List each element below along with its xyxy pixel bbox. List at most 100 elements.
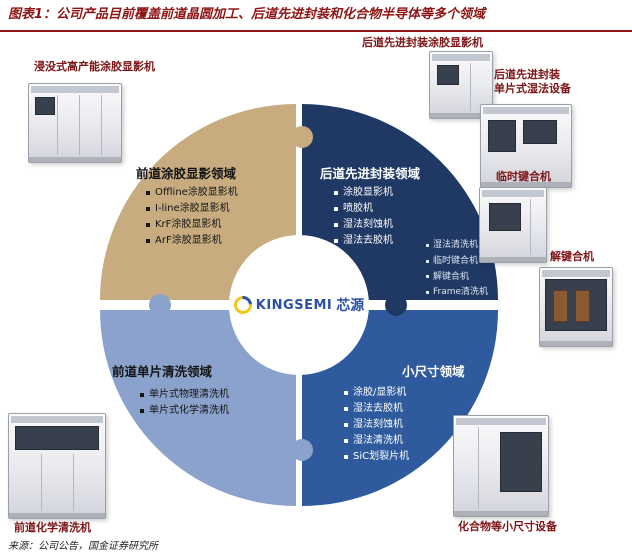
machine-window [437, 65, 459, 85]
square-bullet-icon [146, 191, 150, 195]
machine-base [481, 182, 571, 187]
square-bullet-icon [344, 455, 348, 459]
kingsemi-logo: KINGSEMI 芯源 [230, 292, 364, 318]
square-bullet-icon [334, 207, 338, 211]
list-item: I-line涂胶显影机 [146, 203, 286, 215]
list-item-label: Offline涂胶显影机 [155, 187, 238, 198]
machine-window [35, 97, 55, 115]
list-item-label: 湿法刻蚀机 [343, 219, 393, 230]
quadrant-small-size-content: 小尺寸领域 涂胶/显影机 湿法去胶机 湿法刻蚀机 湿法清洗机 SiC划裂片机 [340, 364, 490, 463]
list-item: 涂胶显影机 [334, 187, 480, 199]
machine-chamber [575, 290, 590, 322]
quadrant-title: 后道先进封装领域 [320, 166, 421, 181]
machine-base [454, 511, 548, 516]
quadrant-front-cleaning-content: 前道单片清洗领域 单片式物理清洗机 单片式化学清洗机 [112, 364, 282, 417]
equipment-photo-immersion-coater [28, 83, 122, 163]
list-item: ArF涂胶显影机 [146, 235, 286, 247]
list-item: 单片式物理清洗机 [140, 389, 282, 401]
title-divider [0, 30, 632, 32]
equipment-photo-debonder [539, 267, 613, 347]
list-item-label: SiC划裂片机 [353, 451, 410, 462]
list-item-label: 湿法清洗机 [433, 240, 479, 250]
list-item: Offline涂胶显影机 [146, 187, 286, 199]
list-item: 单片式化学清洗机 [140, 405, 282, 417]
puzzle-knob-left [149, 294, 171, 316]
equipment-label-packaging-coater: 后道先进封装涂胶显影机 [362, 36, 483, 49]
list-item-label: 湿法去胶机 [353, 403, 403, 414]
list-item: 湿法去胶机 [334, 235, 480, 247]
equipment-label-front-chemical-cleaner: 前道化学清洗机 [14, 521, 91, 534]
square-bullet-icon [426, 275, 429, 279]
machine-window [488, 120, 516, 152]
square-bullet-icon [334, 191, 338, 195]
figure-title: 图表1：公司产品目前覆盖前道晶圆加工、后道先进封装和化合物半导体等多个领域 [8, 7, 486, 22]
list-item-label: I-line涂胶显影机 [155, 203, 230, 214]
list-item: 湿法清洗机 [426, 240, 488, 251]
square-bullet-icon [146, 239, 150, 243]
equipment-photo-packaging-wet [480, 104, 572, 188]
machine-panel [31, 86, 119, 93]
machine-seam [73, 454, 74, 511]
machine-seam [79, 95, 80, 155]
list-item: 湿法去胶机 [344, 403, 490, 415]
machine-window [489, 203, 521, 231]
list-item-label: 临时键合机 [433, 255, 479, 266]
square-bullet-icon [344, 391, 348, 395]
list-item-label: 湿法清洗机 [353, 435, 403, 446]
square-bullet-icon [344, 439, 348, 443]
list-item-label: 湿法去胶机 [343, 235, 393, 246]
list-item-label: 解键合机 [433, 271, 470, 282]
quadrant-title: 前道单片清洗领域 [112, 364, 213, 379]
machine-panel [482, 190, 544, 197]
square-bullet-icon [140, 409, 144, 413]
logo-ring-icon [230, 292, 256, 318]
machine-panel [432, 54, 490, 61]
square-bullet-icon [344, 407, 348, 411]
equipment-photo-compound-small-size [453, 415, 549, 517]
list-item: 湿法刻蚀机 [334, 219, 480, 231]
machine-panel [456, 418, 546, 425]
square-bullet-icon [426, 243, 429, 247]
quadrant-item-list: 涂胶显影机 喷胶机 湿法刻蚀机 湿法去胶机 [334, 187, 480, 247]
machine-base [9, 513, 105, 518]
square-bullet-icon [344, 423, 348, 427]
center-logo-circle: KINGSEMI 芯源 [229, 235, 369, 375]
square-bullet-icon [426, 259, 429, 263]
list-item: 喷胶机 [334, 203, 480, 215]
list-item-label: 喷胶机 [343, 203, 373, 214]
puzzle-knob-right [385, 294, 407, 316]
list-item-label: 涂胶显影机 [343, 187, 393, 198]
square-bullet-icon [334, 239, 338, 243]
machine-base [29, 157, 121, 162]
list-item-label: 湿法刻蚀机 [353, 419, 403, 430]
list-item: 湿法清洗机 [344, 435, 490, 447]
square-bullet-icon [334, 223, 338, 227]
machine-base [430, 113, 492, 118]
quadrant-title: 小尺寸领域 [402, 364, 465, 379]
quadrant-advanced-packaging-sublist: 湿法清洗机 临时键合机 解键合机 Frame清洗机 [426, 240, 488, 298]
machine-window [523, 120, 557, 144]
source-note: 来源：公司公告，国金证券研究所 [8, 541, 158, 552]
list-item: 涂胶/显影机 [344, 387, 490, 399]
equipment-photo-front-chemical-cleaner [8, 413, 106, 519]
list-item: Frame清洗机 [426, 287, 488, 298]
quadrant-title: 前道涂胶显影领域 [136, 166, 237, 181]
logo-brand-text: KINGSEMI [255, 297, 333, 313]
list-item-label: 单片式物理清洗机 [149, 389, 229, 400]
machine-seam [478, 427, 479, 509]
list-item-label: KrF涂胶显影机 [155, 219, 222, 230]
square-bullet-icon [146, 223, 150, 227]
equipment-label-debonder: 解键合机 [550, 250, 594, 263]
equipment-label-packaging-wet: 后道先进封装 单片式湿法设备 [494, 68, 571, 96]
list-item-label: Frame清洗机 [433, 287, 489, 298]
list-item: SiC划裂片机 [344, 451, 490, 463]
machine-base [480, 257, 546, 262]
machine-base [540, 341, 612, 346]
machine-seam [57, 95, 58, 155]
machine-seam [530, 199, 531, 255]
machine-panel [11, 416, 103, 423]
quadrant-front-coating-content: 前道涂胶显影领域 Offline涂胶显影机 I-line涂胶显影机 KrF涂胶显… [136, 166, 286, 247]
list-item-label: 涂胶/显影机 [353, 387, 407, 398]
puzzle-knob-bottom [291, 439, 313, 461]
